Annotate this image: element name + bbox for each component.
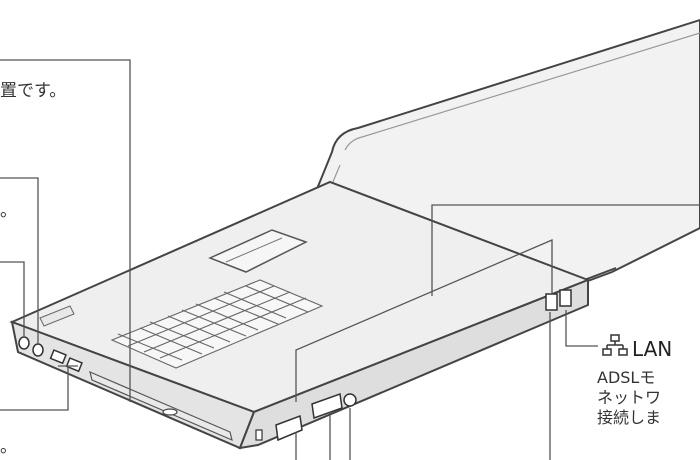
keyboard [110, 279, 324, 369]
callout-text-top: 置です。 [0, 81, 66, 101]
leader-line-usb [0, 366, 69, 411]
lan-port-1 [545, 293, 558, 311]
audio-jack-1 [18, 336, 30, 350]
dc-in-jack [343, 393, 357, 407]
rear-ports [255, 289, 572, 442]
left-ports [18, 336, 233, 442]
usb-port-2 [65, 357, 83, 373]
leader-line-jack [0, 261, 25, 336]
callout-text-bottom: 。 [0, 437, 17, 457]
lan-desc-line-1: ADSLモ [597, 368, 655, 387]
lan-network-icon [602, 334, 628, 356]
callout-text-mid: 。 [0, 201, 17, 221]
usb-port-1 [49, 349, 67, 365]
callout-lines [0, 59, 700, 460]
rgb-port [275, 414, 303, 442]
lan-desc-line-3: 接続しま [597, 408, 661, 427]
lan-port-2 [559, 289, 572, 307]
lan-callout: LAN ADSLモ ネットワ 接続しま [597, 334, 672, 427]
leader-line-lan [565, 310, 598, 347]
leader-line-rear-top [431, 204, 700, 296]
leader-line-rear-mid [295, 239, 553, 402]
lan-desc-line-2: ネットワ [597, 388, 661, 407]
touchpad [208, 229, 308, 273]
leader-line-audio [0, 177, 39, 344]
serial-port [311, 392, 343, 420]
leader-line-drive [0, 59, 131, 402]
optical-drive [89, 370, 233, 442]
audio-jack-2 [32, 343, 44, 357]
lan-title: LAN [632, 337, 672, 361]
lock-slot [255, 429, 263, 441]
